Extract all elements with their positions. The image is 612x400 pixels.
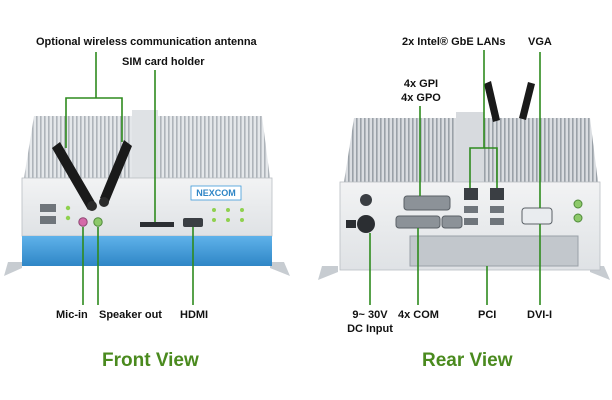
usb-port [40,204,56,212]
usb-port [464,206,478,213]
lan-port [464,188,478,200]
rear-view-device [318,81,610,280]
dvi-port [521,207,553,225]
front-view-device [4,110,290,276]
power-button [360,194,372,206]
com-port [395,215,441,229]
hdmi-port [183,218,203,227]
audio-jack [573,213,583,223]
rear-antenna-left [484,81,500,122]
antenna-callout-line [65,97,123,148]
status-led [212,208,216,212]
nexcom-logo [190,185,242,201]
usb-port [464,218,478,225]
front-bracket-right [270,262,290,276]
sim-card-slot [140,222,174,227]
dc-input-connector [357,215,375,233]
dc-input-label-line1: 9~ 30V [352,309,388,321]
status-led [226,208,230,212]
dc-input-label-line2: DC Input [347,323,393,335]
status-led [212,218,216,222]
speaker-out-label: Speaker out [99,309,162,321]
rear-view-title: Rear View [422,350,513,371]
hdmi-label: HDMI [180,309,209,321]
vga-label: VGA [528,36,552,48]
pci-slot [409,235,579,267]
antenna-right [99,140,132,207]
rear-antenna-right [519,82,535,120]
antenna-label: Optional wireless communication antenna [36,36,257,48]
usb-port [490,206,504,213]
lan-label: 2x Intel® GbE LANs [402,36,506,48]
sim-holder-label: SIM card holder [122,56,205,68]
status-led [240,208,244,212]
lan-port [490,188,504,200]
front-blue-stripe [22,236,272,266]
speaker-out-jack [93,217,103,227]
audio-jack [573,199,583,209]
dvi-label: DVI-I [527,309,553,321]
usb-port [40,216,56,224]
com-label: 4x COM [398,309,439,321]
pci-label: PCI [478,309,497,321]
callout-lines [65,50,541,305]
front-center-plate [132,110,158,180]
front-view-title: Front View [102,350,199,371]
front-bracket-left [4,262,22,276]
status-led [226,218,230,222]
status-led [65,205,71,211]
mic-in-jack [78,217,88,227]
gpo-label: 4x GPO [401,92,441,104]
gpi-label: 4x GPI [403,78,439,90]
mic-in-label: Mic-in [56,309,88,321]
usb-port [490,218,504,225]
brand-text: NEXCOM [196,188,236,198]
antenna-left [52,142,97,211]
status-led [240,218,244,222]
status-led [65,215,71,221]
gpio-connector [403,195,451,211]
power-switch [346,220,356,228]
com-port [441,215,463,229]
rear-bracket-left [318,266,338,280]
